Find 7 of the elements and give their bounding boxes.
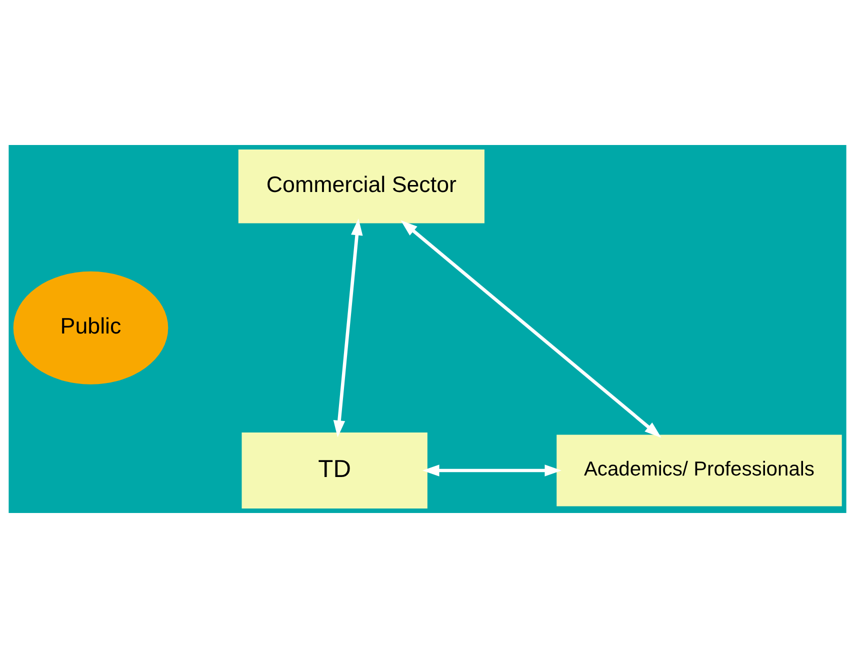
arrow (333, 218, 363, 437)
node-box: Commercial Sector (238, 148, 484, 223)
node-box: TD (242, 432, 428, 508)
arrow (422, 464, 562, 476)
node-box: Academics/ Professionals (556, 434, 842, 506)
node-ellipse: Public (13, 270, 168, 384)
arrow (400, 220, 662, 438)
